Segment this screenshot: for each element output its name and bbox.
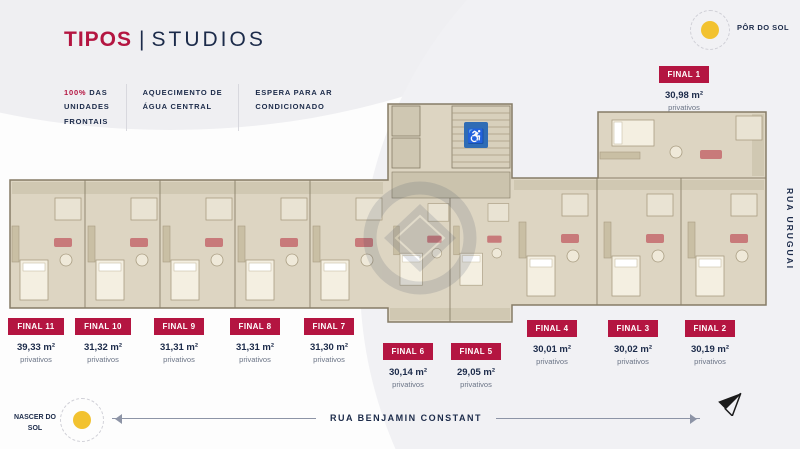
unit-area-note: privativos: [617, 357, 649, 366]
accessible-sign: [464, 122, 488, 148]
unit-badge: FINAL 10: [75, 318, 131, 335]
balcony-strip-left: [12, 182, 383, 194]
unit-badge: FINAL 5: [450, 343, 502, 360]
unit-area: 31,31 m²: [235, 342, 275, 353]
unit-area: 30,02 m²: [613, 344, 653, 355]
feature-text-line: AQUECIMENTO DE: [142, 88, 223, 97]
watermark-logo: [363, 181, 477, 295]
unit-area: 31,32 m²: [83, 342, 123, 353]
unit-label-final-6: FINAL 6 30,14 m² privativos: [372, 341, 444, 389]
feature-text-line: 100% DAS: [64, 86, 110, 100]
elevator-shaft: [391, 105, 421, 137]
unit-area-note: privativos: [313, 355, 345, 364]
sun-dashed-ring: [60, 398, 104, 442]
unit-badge: FINAL 3: [607, 320, 659, 337]
unit-badge: FINAL 2: [684, 320, 736, 337]
title-primary: TIPOS: [64, 28, 133, 51]
street-bottom: RUA BENJAMIN CONSTANT: [112, 413, 700, 424]
unit-area-note: privativos: [239, 355, 271, 364]
unit-badge: FINAL 8: [229, 318, 281, 335]
sunrise-sun-icon: [60, 398, 104, 442]
unit-label-final-4: FINAL 4 30,01 m² privativos: [516, 318, 588, 366]
feature-text: DAS: [86, 88, 108, 97]
corridor: [391, 171, 511, 199]
unit-label-final-5: FINAL 5 29,05 m² privativos: [440, 341, 512, 389]
unit-area: 39,33 m²: [16, 342, 56, 353]
feature-list: 100% DAS UNIDADES FRONTAIS AQUECIMENTO D…: [64, 84, 348, 131]
sunset-label: PÔR DO SOL: [737, 23, 790, 32]
unit-badge: FINAL 4: [526, 320, 578, 337]
unit-area: 30,98 m²: [664, 90, 704, 101]
street-name-bottom: RUA BENJAMIN CONSTANT: [330, 413, 482, 423]
unit-area-note: privativos: [87, 355, 119, 364]
accessible-icon: ♿: [467, 128, 484, 145]
unit-badge: FINAL 6: [382, 343, 434, 360]
sun-icon: [73, 411, 91, 429]
feature-text-line: FRONTAIS: [64, 116, 109, 126]
unit-area: 29,05 m²: [456, 367, 496, 378]
sunrise-label: NASCER DO SOL: [13, 414, 56, 433]
stairs: [451, 105, 511, 169]
unit-area-note: privativos: [536, 357, 568, 366]
unit-area: 30,19 m²: [690, 344, 730, 355]
unit-badge: FINAL 11: [8, 318, 64, 335]
unit-label-final-3: FINAL 3 30,02 m² privativos: [597, 318, 669, 366]
title-separator: |: [139, 28, 145, 51]
street-name-right: RUA URUGUAI: [785, 188, 795, 271]
north-arrow-icon: [716, 386, 750, 421]
road-line-left-arrow: [112, 413, 316, 424]
feature-central-water-heating: AQUECIMENTO DE ÁGUA CENTRAL: [125, 84, 239, 131]
unit-label-final-2: FINAL 2 30,19 m² privativos: [674, 318, 746, 366]
feature-highlight: 100%: [64, 88, 87, 97]
road-line-right-arrow: [496, 413, 700, 424]
unit-label-final-8: FINAL 8 31,31 m² privativos: [219, 316, 291, 364]
sun-dashed-ring: [690, 10, 730, 50]
unit-area-note: privativos: [20, 355, 52, 364]
unit-area-note: privativos: [668, 103, 700, 112]
feature-text-line: CONDICIONADO: [255, 102, 325, 112]
balcony-strip-right: [514, 180, 764, 190]
unit-label-final-11: FINAL 11 39,33 m² privativos: [0, 316, 72, 364]
unit-area-note: privativos: [694, 357, 726, 366]
unit-area: 31,30 m²: [309, 342, 349, 353]
elevator-shaft: [391, 137, 421, 169]
page-title: TIPOS | STUDIOS: [64, 28, 266, 52]
unit-badge: FINAL 9: [153, 318, 205, 335]
unit-badge: FINAL 7: [303, 318, 355, 335]
unit-area-note: privativos: [460, 380, 492, 389]
feature-text-line: UNIDADES: [64, 102, 110, 112]
unit-area: 30,14 m²: [388, 367, 428, 378]
unit-badge: FINAL 1: [658, 66, 710, 83]
feature-text-line: ÁGUA CENTRAL: [142, 102, 212, 112]
unit-area-note: privativos: [392, 380, 424, 389]
sunset-sun-icon: [690, 10, 730, 50]
sun-icon: [701, 21, 719, 39]
feature-text-line: ESPERA PARA AR: [255, 88, 333, 97]
title-secondary: STUDIOS: [151, 28, 266, 51]
unit-dividers: [84, 177, 766, 322]
feature-ac-provision: ESPERA PARA AR CONDICIONADO: [238, 84, 348, 131]
unit-area: 30,01 m²: [532, 344, 572, 355]
unit-label-final-10: FINAL 10 31,32 m² privativos: [67, 316, 139, 364]
unit1-furniture: [599, 115, 763, 160]
unit-area: 31,31 m²: [159, 342, 199, 353]
unit-label-final-1: FINAL 1 30,98 m² privativos: [648, 64, 720, 112]
unit-area-note: privativos: [163, 355, 195, 364]
unit-label-final-9: FINAL 9 31,31 m² privativos: [143, 316, 215, 364]
feature-frontal-units: 100% DAS UNIDADES FRONTAIS: [64, 84, 126, 131]
unit-label-final-7: FINAL 7 31,30 m² privativos: [293, 316, 365, 364]
